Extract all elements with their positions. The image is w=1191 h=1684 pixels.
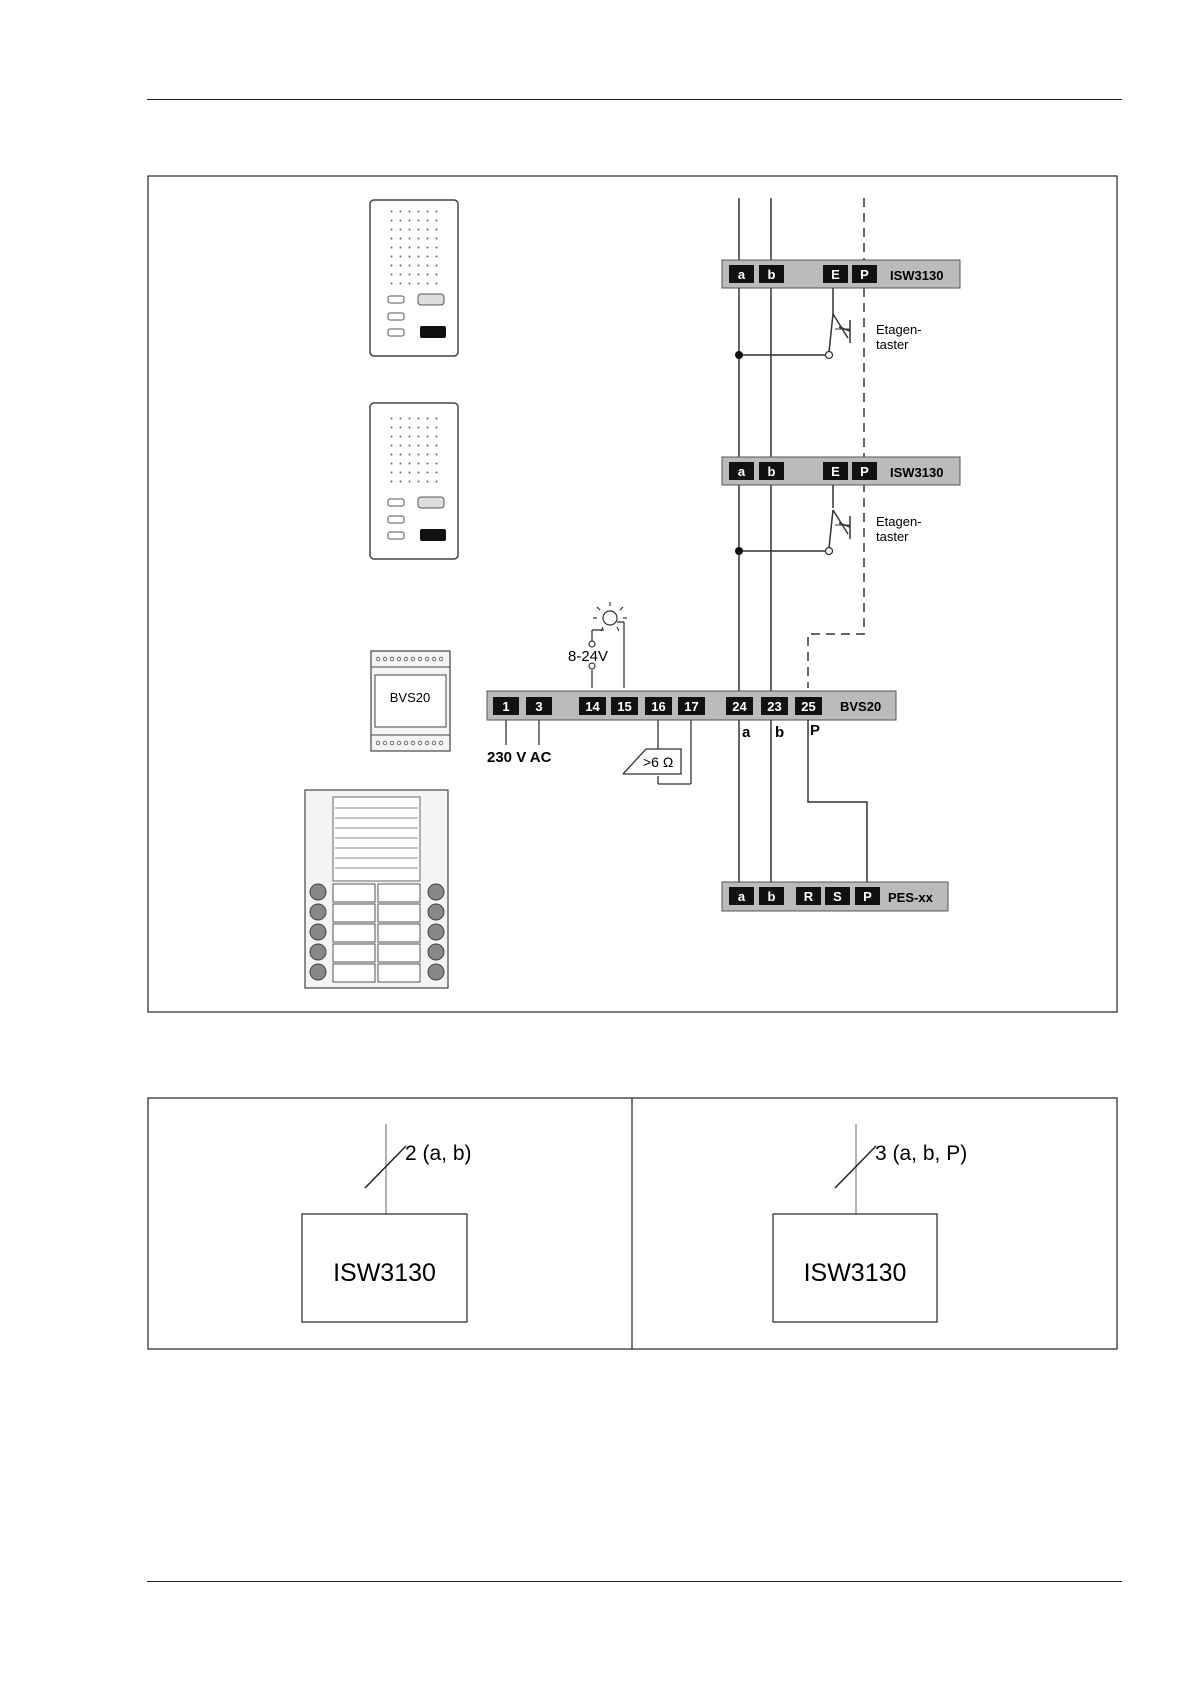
svg-text:b: b — [768, 267, 776, 282]
svg-text:E: E — [831, 464, 840, 479]
cabling-right: 3 (a, b, P) ISW3130 — [773, 1124, 967, 1322]
svg-text:P: P — [860, 464, 869, 479]
svg-text:15: 15 — [617, 699, 631, 714]
bus-label-b: b — [775, 724, 784, 741]
isw3130-model-label-2: ISW3130 — [890, 465, 943, 480]
svg-text:17: 17 — [684, 699, 698, 714]
svg-text:P: P — [860, 267, 869, 282]
cabling-right-wires: 3 (a, b, P) — [875, 1142, 967, 1165]
floor-button-label-1b: taster — [876, 337, 909, 352]
svg-text:a: a — [738, 889, 746, 904]
lamp-icon — [593, 602, 627, 631]
svg-text:23: 23 — [767, 699, 781, 714]
svg-text:b: b — [768, 464, 776, 479]
svg-text:14: 14 — [585, 699, 600, 714]
svg-text:b: b — [768, 889, 776, 904]
floor-button-2 — [739, 485, 850, 551]
mains-wires — [506, 720, 539, 745]
resistance-loop — [623, 720, 691, 784]
floor-button-label-2a: Etagen- — [876, 514, 922, 529]
svg-text:3: 3 — [535, 699, 542, 714]
bvs20-model-label: BVS20 — [840, 699, 881, 714]
svg-text:1: 1 — [502, 699, 509, 714]
svg-text:a: a — [738, 464, 746, 479]
bus-wires — [739, 198, 771, 902]
lamp-voltage-label: 8-24V — [568, 648, 608, 665]
indoor-station-2 — [370, 403, 458, 559]
floor-button-1 — [739, 288, 850, 355]
junction-dot-1 — [735, 351, 743, 359]
svg-text:S: S — [833, 889, 842, 904]
svg-text:R: R — [804, 889, 814, 904]
svg-text:E: E — [831, 267, 840, 282]
svg-text:25: 25 — [801, 699, 815, 714]
isw3130-row-1: a b E P ISW3130 — [722, 260, 960, 288]
svg-text:24: 24 — [732, 699, 747, 714]
bvs20-device-label: BVS20 — [390, 690, 430, 705]
cabling-right-device: ISW3130 — [804, 1259, 907, 1287]
resistance-label: >6 Ω — [643, 754, 673, 770]
floor-button-label-2b: taster — [876, 529, 909, 544]
svg-text:P: P — [863, 889, 872, 904]
svg-text:a: a — [738, 267, 746, 282]
mains-label: 230 V AC — [487, 749, 552, 766]
bus-label-a: a — [742, 724, 751, 741]
wiring-frame — [148, 176, 1117, 1012]
junction-dot-2 — [735, 547, 743, 555]
isw3130-model-label-1: ISW3130 — [890, 268, 943, 283]
isw3130-row-2: a b E P ISW3130 — [722, 457, 960, 485]
bus-label-p: P — [810, 722, 820, 739]
pes-model-label: PES-xx — [888, 890, 934, 905]
cabling-left-device: ISW3130 — [333, 1259, 436, 1287]
bvs20-terminal-strip: 1 3 14 15 16 17 24 23 25 BVS20 — [487, 691, 896, 720]
p-wire — [808, 720, 867, 884]
cabling-left: 2 (a, b) ISW3130 — [302, 1124, 472, 1322]
pes-row: a b R S P PES-xx — [722, 882, 948, 911]
floor-button-label-1a: Etagen- — [876, 322, 922, 337]
indoor-station-1 — [370, 200, 458, 356]
cabling-left-wires: 2 (a, b) — [405, 1142, 472, 1165]
door-station-icon — [305, 790, 448, 988]
svg-text:16: 16 — [651, 699, 665, 714]
bvs20-module-icon: BVS20 — [371, 651, 450, 751]
